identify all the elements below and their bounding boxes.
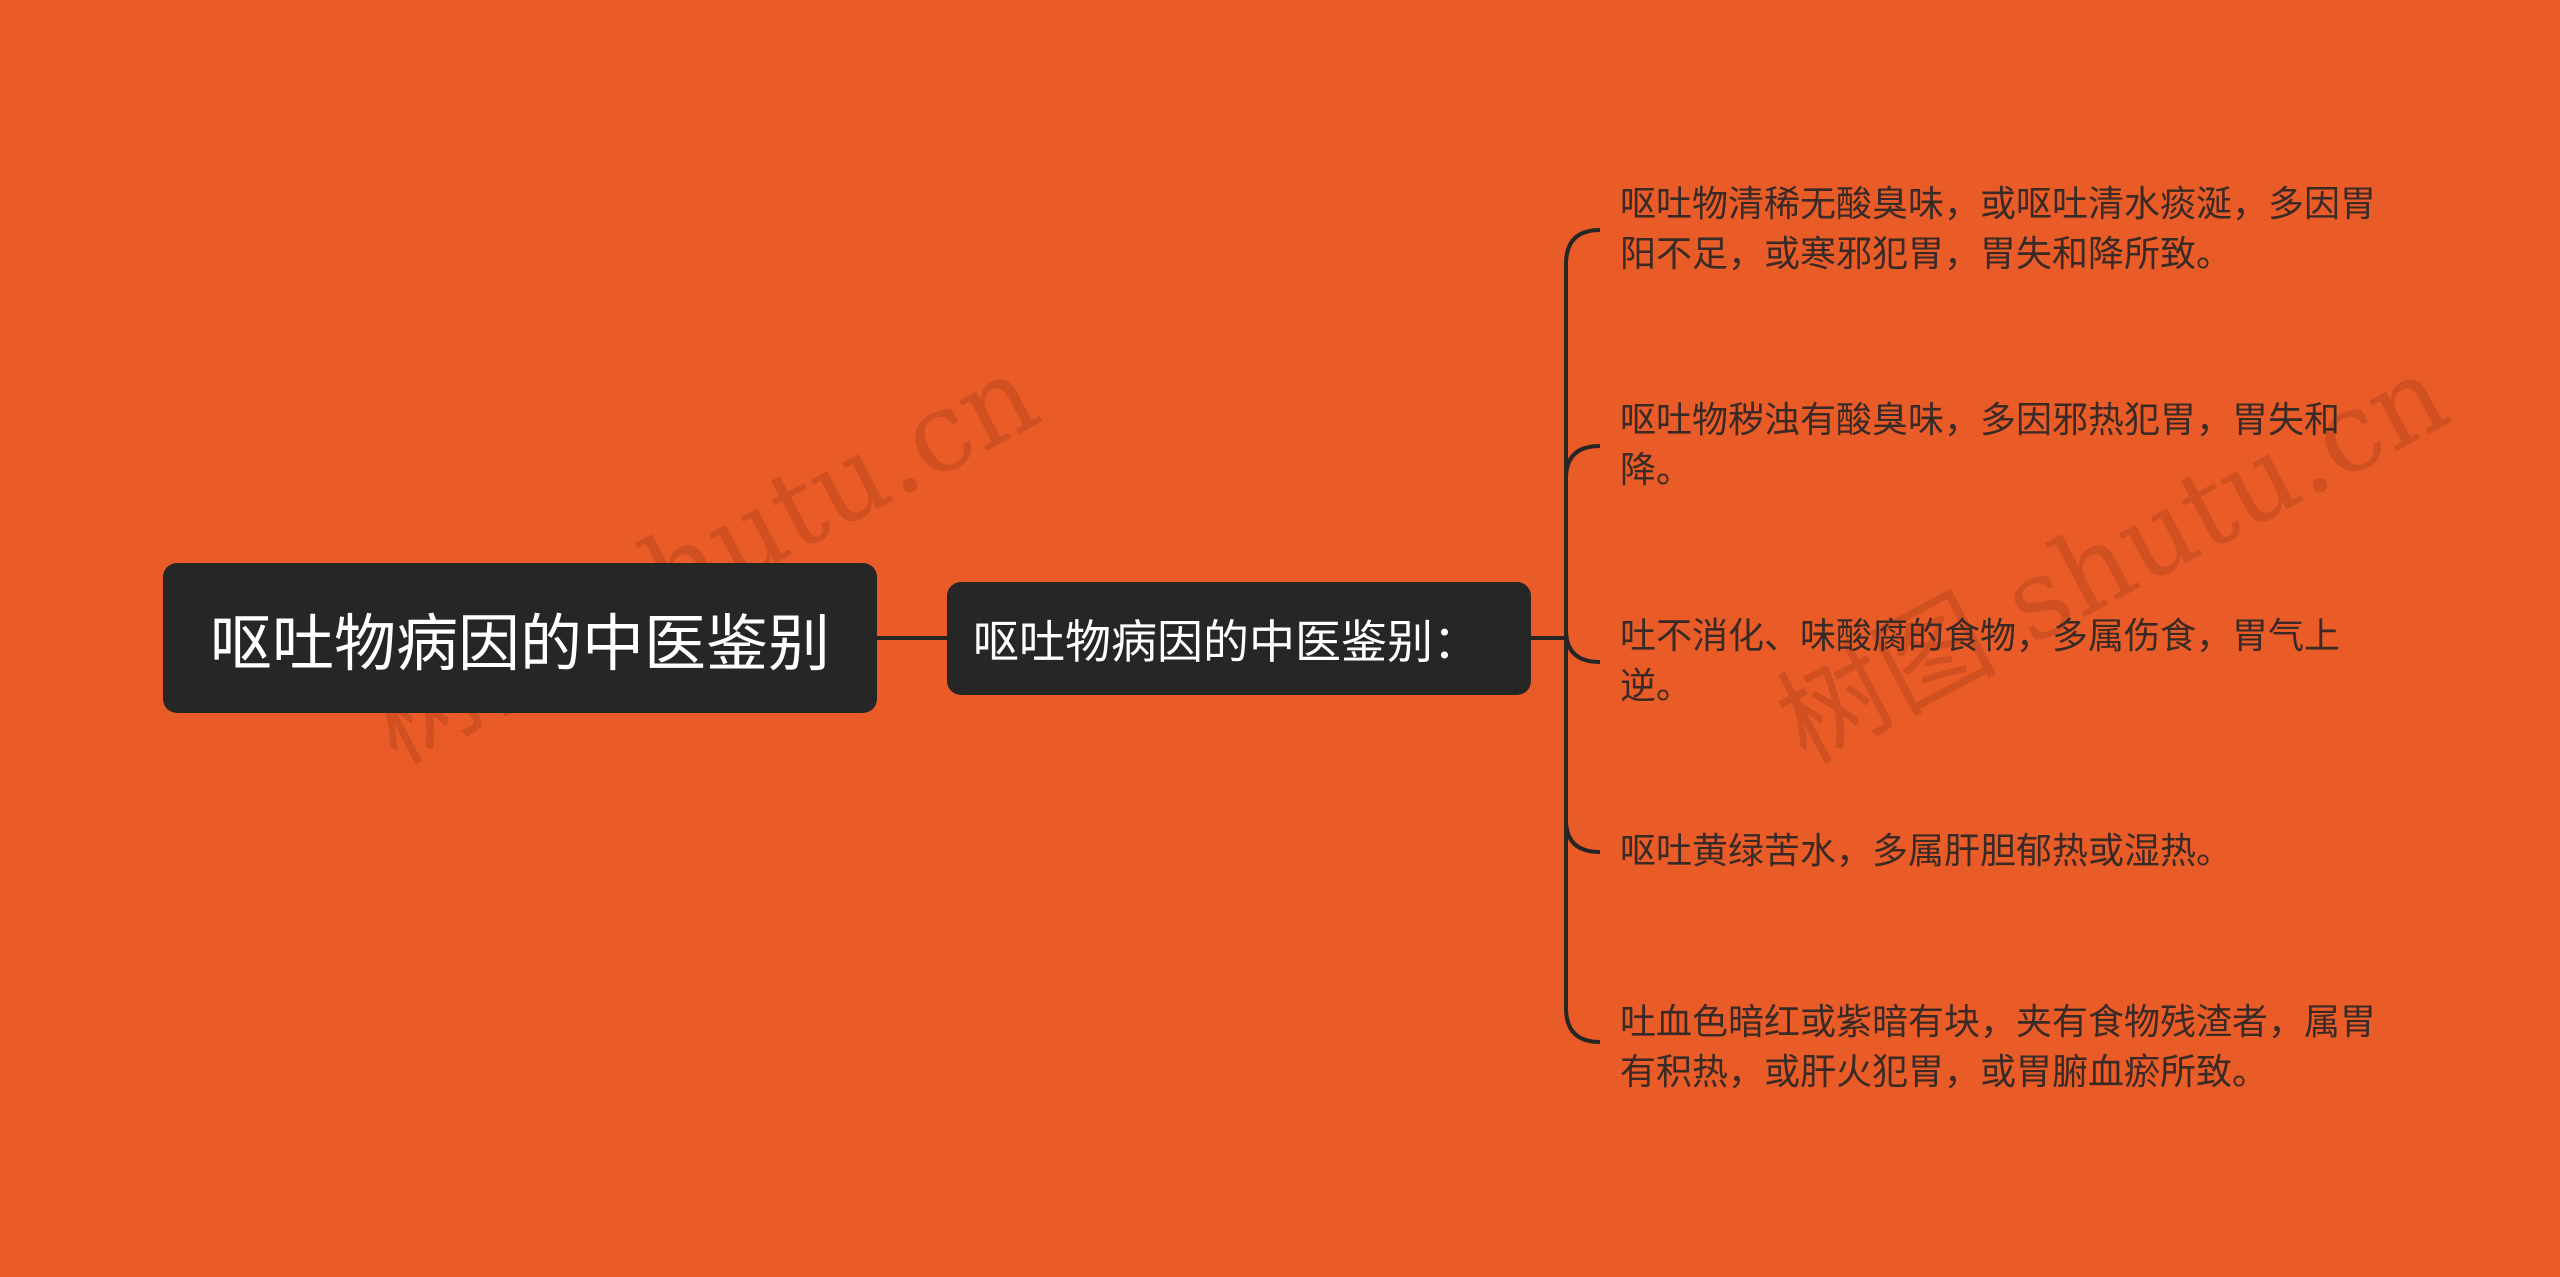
sub-node-label: 呕吐物病因的中医鉴别： [973, 614, 1479, 669]
leaf-node-3[interactable]: 吐不消化、味酸腐的食物，多属伤食，胃气上逆。 [1620, 616, 2341, 707]
leaf-node-5[interactable]: 吐血色暗红或紫暗有块，夹有食物残渣者，属胃有积热，或肝火犯胃，或胃腑血瘀所致。 [1620, 1002, 2377, 1093]
branch-tick-2 [1564, 629, 1601, 664]
leaf-node-2[interactable]: 呕吐物秽浊有酸臭味，多因邪热犯胃，胃失和降。 [1620, 400, 2341, 491]
branch-tick-3 [1564, 819, 1601, 854]
bracket-spine [1564, 228, 1601, 1044]
sub-node[interactable]: 呕吐物病因的中医鉴别： [947, 582, 1531, 695]
branch-tick-1 [1564, 444, 1601, 479]
root-node[interactable]: 呕吐物病因的中医鉴别 [163, 563, 877, 713]
leaf-node-1[interactable]: 呕吐物清稀无酸臭味，或呕吐清水痰涎，多因胃阳不足，或寒邪犯胃，胃失和降所致。 [1620, 184, 2377, 275]
root-node-label: 呕吐物病因的中医鉴别 [209, 607, 830, 680]
leaf-node-4[interactable]: 呕吐黄绿苦水，多属肝胆郁热或湿热。 [1620, 831, 2233, 872]
